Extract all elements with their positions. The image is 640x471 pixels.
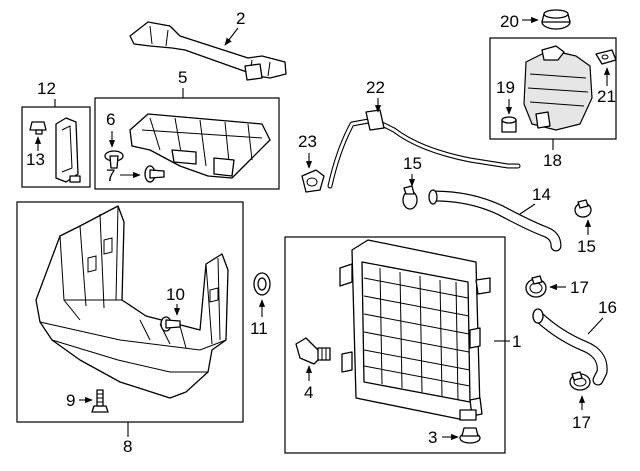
coolant-surge-tank — [523, 45, 593, 131]
baffle-group-box — [94, 97, 280, 190]
leader-16 — [587, 317, 604, 335]
callout-17-upper: 17 — [570, 278, 589, 297]
upper-support-bracket — [129, 21, 287, 81]
leader-2 — [224, 27, 239, 46]
callout-14: 14 — [532, 185, 551, 204]
hose-clip-23 — [301, 169, 325, 193]
callout-18: 18 — [543, 151, 562, 170]
callout-4: 4 — [304, 383, 313, 402]
seal-ring-11 — [253, 272, 271, 296]
bolt-9 — [91, 389, 109, 413]
callout-23: 23 — [298, 132, 317, 151]
callout-21: 21 — [597, 87, 616, 106]
callout-5: 5 — [178, 68, 187, 87]
overflow-hose-22 — [327, 109, 521, 189]
callout-20: 20 — [500, 12, 519, 31]
callout-12: 12 — [37, 79, 56, 98]
hose-clamp-15-lower — [574, 199, 592, 218]
callout-13: 13 — [26, 150, 45, 169]
callout-10: 10 — [166, 285, 185, 304]
push-pin-7 — [144, 165, 165, 183]
lower-radiator-hose-16 — [532, 308, 608, 386]
callout-11: 11 — [250, 319, 268, 338]
hose-clamp-17-lower — [569, 371, 591, 391]
upper-radiator-hose-14 — [428, 189, 562, 252]
callout-9: 9 — [66, 391, 75, 410]
tank-bracket-21 — [595, 49, 617, 65]
lower-deflector-shroud — [35, 205, 229, 399]
callout-8: 8 — [123, 437, 132, 456]
callout-2: 2 — [236, 9, 245, 28]
callout-19: 19 — [496, 78, 515, 97]
callout-22: 22 — [366, 78, 385, 97]
grommet-3 — [459, 427, 481, 444]
callout-7: 7 — [106, 166, 115, 185]
callout-15-lower: 15 — [577, 237, 596, 256]
callout-6: 6 — [106, 110, 115, 129]
hose-clamp-15-upper — [402, 185, 418, 210]
side-bracket-box — [21, 106, 91, 188]
callout-16: 16 — [598, 298, 617, 317]
push-pin-6 — [104, 150, 124, 169]
leader-14 — [519, 203, 536, 215]
callout-1: 1 — [512, 332, 521, 351]
deflector-group-box — [16, 201, 244, 423]
drain-valve-4 — [295, 337, 331, 365]
callout-15-upper: 15 — [403, 154, 422, 173]
air-baffle — [129, 113, 271, 179]
radiator — [339, 239, 491, 421]
push-pin-10 — [160, 316, 181, 332]
surge-tank-cap-20 — [541, 9, 571, 30]
radiator-group-box — [284, 236, 506, 454]
plug-19 — [501, 116, 517, 133]
callout-17-lower: 17 — [572, 413, 591, 432]
side-bracket — [55, 117, 81, 183]
callout-3: 3 — [428, 428, 437, 447]
bolt-13 — [29, 121, 47, 135]
hose-clamp-17-upper — [525, 275, 547, 298]
